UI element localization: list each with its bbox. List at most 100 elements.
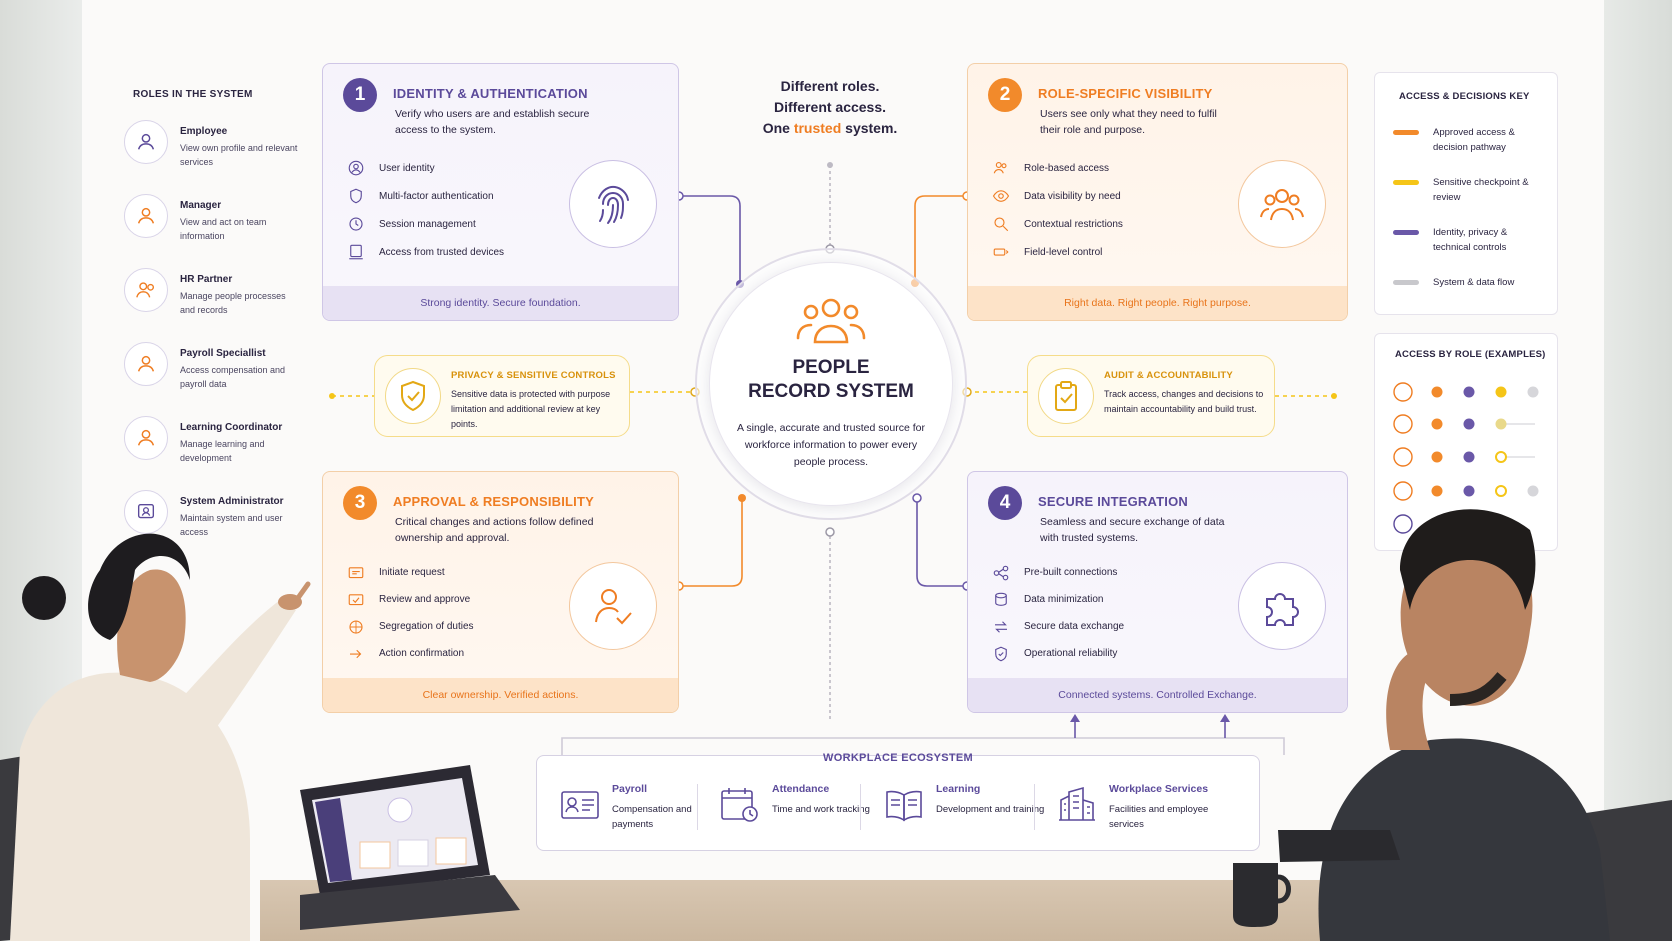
role-name: HR Partner — [180, 274, 233, 285]
user-group-icon — [1238, 160, 1326, 248]
list-item: Field-level control — [990, 238, 1123, 266]
role-access-icon — [990, 159, 1012, 177]
card-title: ROLE-SPECIFIC VISIBILITY — [1038, 86, 1213, 101]
key-item: Sensitive checkpoint & review — [1393, 175, 1533, 205]
ecosystem-name: Payroll — [612, 783, 648, 795]
role-hr-partner[interactable]: HR Partner Manage people processes and r… — [124, 268, 304, 328]
role-system-administrator[interactable]: System Administrator Maintain system and… — [124, 490, 304, 550]
step-number: 4 — [988, 486, 1022, 520]
minimize-icon — [990, 591, 1012, 609]
ecosystem-desc: Facilities and employee services — [1109, 804, 1209, 830]
key-item: System & data flow — [1393, 275, 1533, 290]
role-payroll-specialist[interactable]: Payroll Speciallist Access compensation … — [124, 342, 304, 402]
role-name: System Administrator — [180, 496, 284, 507]
viewer-man-illustration — [1278, 509, 1672, 941]
ecosystem-name: Learning — [936, 783, 981, 795]
field-control-icon — [990, 243, 1012, 261]
ecosystem-attendance[interactable]: Attendance Time and work tracking — [720, 780, 870, 836]
clipboard-check-icon — [1038, 368, 1094, 424]
user-circle-icon — [345, 159, 367, 177]
key-item: Identity, privacy & technical controls — [1393, 225, 1533, 255]
card-footer: Strong identity. Secure foundation. — [323, 286, 678, 320]
people-group-icon — [796, 298, 866, 344]
calendar-clock-icon — [721, 788, 758, 822]
role-name: Learning Coordinator — [180, 422, 283, 433]
list-item: Data visibility by need — [990, 182, 1123, 210]
ecosystem-desc: Development and training — [936, 804, 1045, 815]
ecosystem-name: Attendance — [772, 783, 830, 795]
roles-title: ROLES IN THE SYSTEM — [133, 89, 253, 100]
panel-desc: Sensitive data is protected with purpose… — [451, 389, 611, 429]
key-title: ACCESS & DECISIONS KEY — [1399, 91, 1530, 102]
hub-title: PEOPLE RECORD SYSTEM — [748, 357, 914, 402]
role-specific-visibility-card[interactable]: 2 ROLE-SPECIFIC VISIBILITY Users see onl… — [967, 63, 1348, 321]
panel-title: AUDIT & ACCOUNTABILITY — [1104, 370, 1233, 381]
role-employee[interactable]: Employee View own profile and relevant s… — [124, 120, 304, 180]
role-desc: View and act on team information — [180, 217, 267, 241]
approval-responsibility-card[interactable]: 3 APPROVAL & RESPONSIBILITY Critical cha… — [322, 471, 679, 713]
panel-title: PRIVACY & SENSITIVE CONTROLS — [451, 370, 616, 381]
role-name: Employee — [180, 126, 228, 137]
divider — [697, 784, 698, 830]
card-title: IDENTITY & AUTHENTICATION — [393, 86, 588, 101]
role-desc: View own profile and relevant services — [180, 143, 298, 167]
connections-icon — [990, 564, 1012, 582]
exchange-icon — [990, 618, 1012, 636]
key-swatch — [1393, 180, 1419, 185]
shield-check-icon — [385, 368, 441, 424]
list-item: Access from trusted devices — [345, 238, 504, 266]
fingerprint-icon — [569, 160, 657, 248]
role-name: Manager — [180, 200, 222, 211]
list-item: Session management — [345, 210, 504, 238]
ecosystem-payroll[interactable]: Payroll Compensation and payments — [560, 780, 710, 836]
role-desc: Maintain system and user access — [180, 513, 283, 537]
session-icon — [345, 215, 367, 233]
key-swatch — [1393, 230, 1419, 235]
card-title: APPROVAL & RESPONSIBILITY — [393, 494, 594, 509]
person-icon — [124, 342, 168, 386]
audit-accountability-panel[interactable]: AUDIT & ACCOUNTABILITY Track access, cha… — [1027, 355, 1275, 437]
access-decisions-key: ACCESS & DECISIONS KEY Approved access &… — [1374, 72, 1558, 315]
list-item: Pre-built connections — [990, 559, 1124, 586]
card-items: Role-based access Data visibility by nee… — [990, 154, 1123, 266]
step-number: 3 — [343, 486, 377, 520]
workplace-ecosystem — [536, 755, 1260, 851]
duties-icon — [345, 618, 367, 636]
card-items: User identity Multi-factor authenticatio… — [345, 154, 504, 266]
person-icon — [124, 120, 168, 164]
divider — [860, 784, 861, 830]
book-icon — [886, 790, 922, 822]
ecosystem-learning[interactable]: Learning Development and training — [884, 780, 1044, 836]
key-item: Approved access & decision pathway — [1393, 125, 1533, 155]
list-item: Secure data exchange — [990, 613, 1124, 640]
people-icon — [124, 268, 168, 312]
ecosystem-workplace-services[interactable]: Workplace Services Facilities and employ… — [1057, 780, 1247, 836]
ecosystem-desc: Compensation and payments — [612, 804, 692, 830]
list-item: Action confirmation — [345, 640, 474, 667]
key-swatch — [1393, 130, 1419, 135]
card-footer: Right data. Right people. Right purpose. — [968, 286, 1347, 320]
list-item: Operational reliability — [990, 640, 1124, 667]
role-name: Payroll Speciallist — [180, 348, 266, 359]
privacy-controls-panel[interactable]: PRIVACY & SENSITIVE CONTROLS Sensitive d… — [374, 355, 630, 437]
secure-integration-card[interactable]: 4 SECURE INTEGRATION Seamless and secure… — [967, 471, 1348, 713]
tagline: Different roles. Different access. One t… — [762, 78, 898, 136]
tagline-highlight: trusted — [793, 120, 842, 136]
role-learning-coordinator[interactable]: Learning Coordinator Manage learning and… — [124, 416, 304, 476]
card-subtitle: Verify who users are and establish secur… — [395, 108, 590, 136]
list-item: Contextual restrictions — [990, 210, 1123, 238]
card-subtitle: Users see only what they need to fulfil … — [1040, 108, 1217, 136]
people-record-system-hub[interactable] — [709, 262, 953, 506]
role-manager[interactable]: Manager View and act on team information — [124, 194, 304, 254]
ecosystem-name: Workplace Services — [1109, 783, 1209, 795]
identity-authentication-card[interactable]: 1 IDENTITY & AUTHENTICATION Verify who u… — [322, 63, 679, 321]
user-check-icon — [569, 562, 657, 650]
list-item: Segregation of duties — [345, 613, 474, 640]
hub-description: A single, accurate and trusted source fo… — [737, 422, 925, 468]
key-swatch — [1393, 280, 1419, 285]
step-number: 2 — [988, 78, 1022, 112]
list-item: Initiate request — [345, 559, 474, 586]
shield-icon — [345, 187, 367, 205]
coffee-mug-illustration — [1233, 863, 1291, 927]
